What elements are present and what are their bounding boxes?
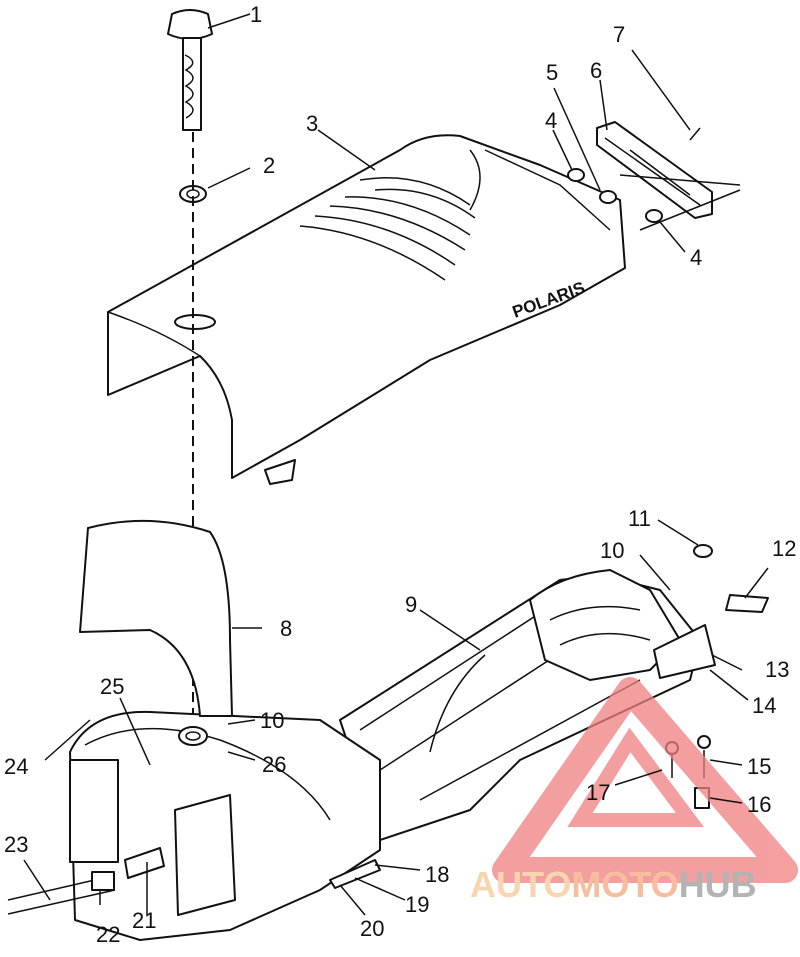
callout-24: 24 [4, 754, 28, 779]
callout-21: 21 [132, 908, 156, 933]
callout-17: 17 [586, 780, 610, 805]
automotohub-watermark: AUTOMOTOHUB [470, 677, 798, 905]
watermark-auto: AUTO [470, 864, 571, 905]
callout-15: 15 [747, 754, 771, 779]
callout-2: 2 [263, 153, 275, 178]
callout-9: 9 [405, 592, 417, 617]
leader-lines [23, 13, 769, 916]
callout-10-front: 10 [260, 708, 284, 733]
callout-7: 7 [613, 22, 625, 47]
watermark-moto: MOTO [571, 864, 678, 905]
rear-bracket-assembly [567, 121, 741, 231]
callout-26: 26 [262, 752, 286, 777]
callout-1: 1 [250, 2, 262, 27]
callout-23: 23 [4, 832, 28, 857]
callout-6: 6 [590, 58, 602, 83]
callout-11: 11 [628, 506, 651, 531]
callout-20: 20 [360, 916, 384, 941]
callout-5: 5 [546, 60, 558, 85]
gas-cap-assembly [167, 9, 213, 203]
callout-4-bottom: 4 [690, 245, 702, 270]
callout-25: 25 [100, 674, 124, 699]
callout-13: 13 [765, 657, 789, 682]
callout-14: 14 [752, 693, 776, 718]
callout-12: 12 [772, 536, 796, 561]
watermark-triangle [492, 677, 798, 883]
fuel-tank-assembly [7, 519, 769, 941]
callout-19: 19 [405, 892, 429, 917]
callout-8: 8 [280, 616, 292, 641]
callout-22: 22 [96, 922, 120, 947]
callout-10-rear: 10 [600, 538, 624, 563]
callout-16: 16 [747, 792, 771, 817]
callout-18: 18 [425, 862, 449, 887]
callout-3: 3 [306, 111, 318, 136]
callout-4-top: 4 [545, 108, 557, 133]
callout-labels: 1 2 3 4 4 5 6 7 8 9 10 10 11 12 13 14 15… [4, 2, 796, 947]
seat-cover: POLARIS [107, 134, 626, 485]
svg-text:AUTOMOTOHUB: AUTOMOTOHUB [470, 864, 757, 905]
watermark-hub: HUB [679, 864, 757, 905]
